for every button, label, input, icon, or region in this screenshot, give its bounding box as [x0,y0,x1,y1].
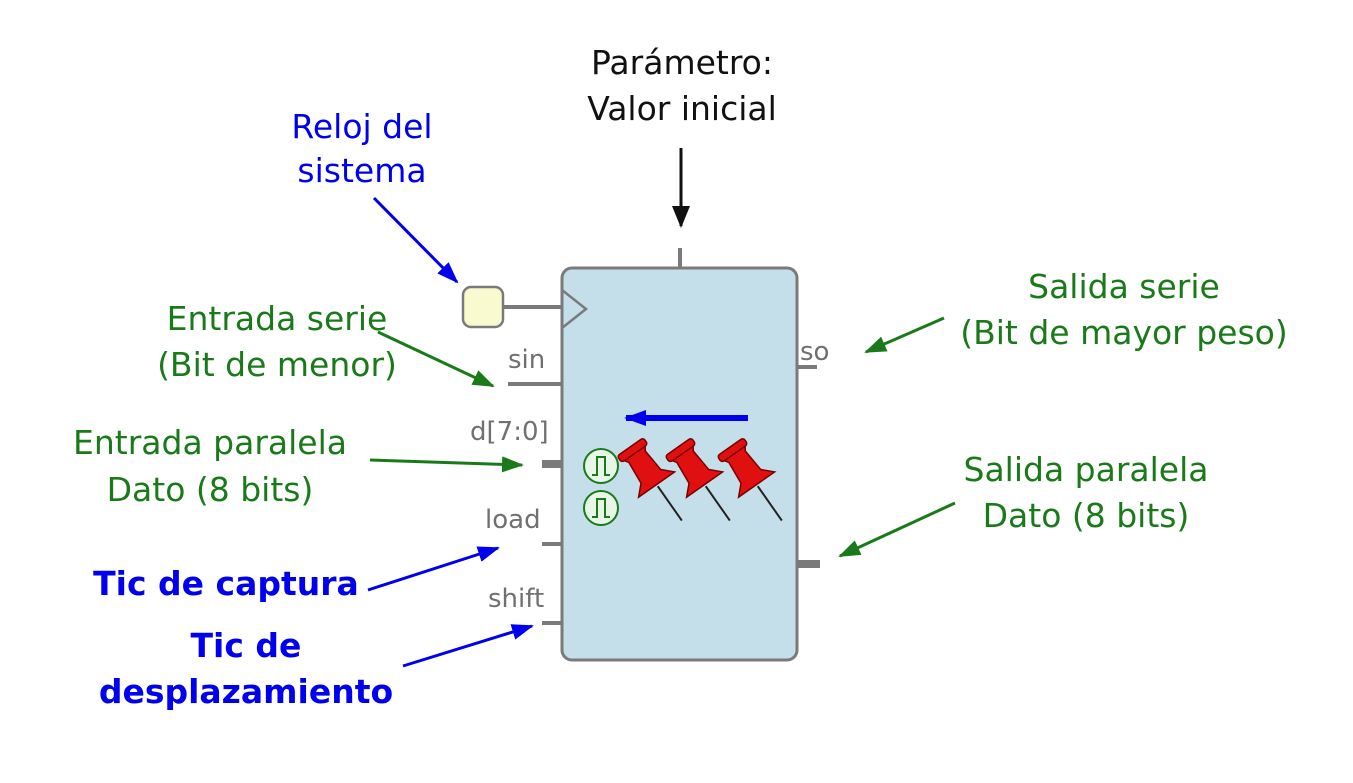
shift-tick-label-line1: Tic de [191,626,302,665]
clock-source [461,285,505,329]
serial-in-label-line2: (Bit de menor) [157,345,397,384]
pulse-icon [583,490,619,526]
parallel-out-label-line1: Salida paralela [964,450,1209,489]
parameter-label-line2: Valor inicial [587,89,777,128]
port-label-sin: sin [508,345,545,375]
pushpin-icon [617,438,683,522]
port-label-shift: shift [488,584,544,614]
serial-out-label-line2: (Bit de mayor peso) [960,313,1288,352]
clock-triangle-icon [561,289,589,329]
clock-label-line1: Reloj del [291,107,432,146]
load-tick-label: Tic de captura [93,564,359,603]
serial-out-arrow [864,316,945,354]
shift-tick-arrow [402,624,534,668]
port-label-so: so [800,337,829,367]
port-label-load: load [485,505,541,535]
shift-tick-label-line2: desplazamiento [99,672,393,711]
parallel-in-label-line2: Dato (8 bits) [107,470,314,509]
parallel-out-arrow [838,501,956,558]
serial-in-label-line1: Entrada serie [167,299,388,338]
parallel-in-label-line1: Entrada paralela [73,423,347,462]
pushpin-icon [665,438,731,522]
load-tick-arrow [367,546,500,592]
pulse-icon [583,448,619,484]
parameter-label-line1: Parámetro: [591,43,773,82]
serial-out-label-line1: Salida serie [1028,267,1220,306]
clock-arrow [372,196,459,284]
serial-in-arrow [377,330,495,388]
port-label-d: d[7:0] [470,417,549,447]
clock-label-line2: sistema [297,151,426,190]
parallel-in-arrow [369,456,524,473]
pushpin-icon [717,438,783,522]
parallel-out-label-line2: Dato (8 bits) [983,496,1190,535]
